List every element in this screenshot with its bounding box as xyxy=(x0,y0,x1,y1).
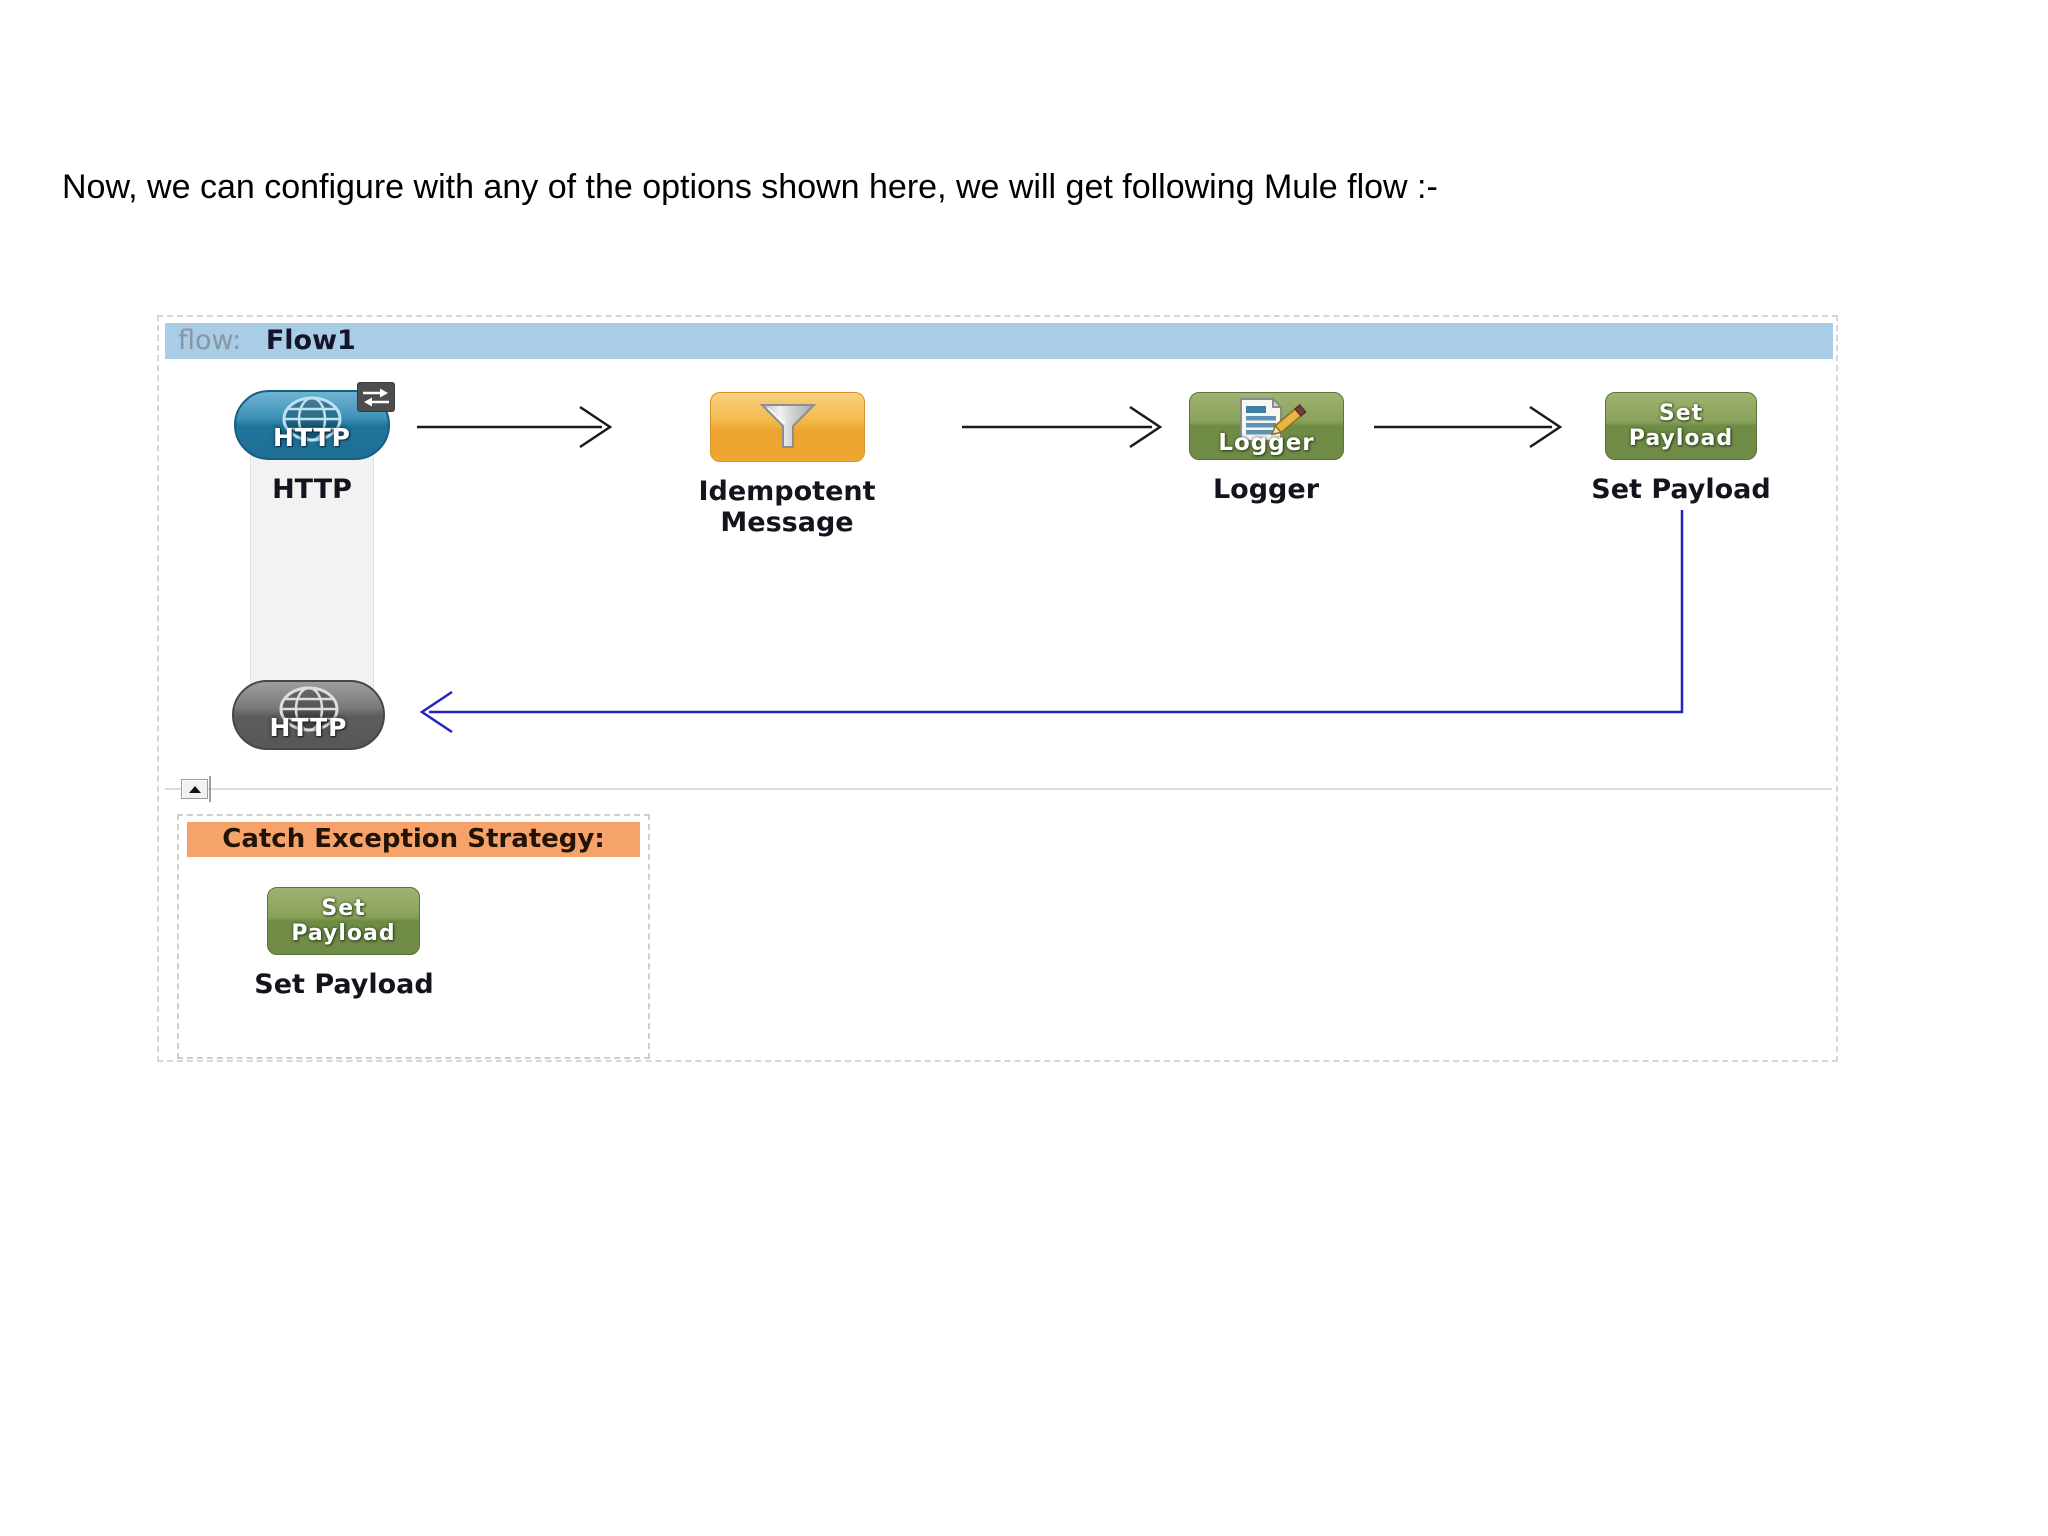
exception-set-payload-transformer[interactable]: Set Payload xyxy=(267,887,420,955)
catch-exception-container: Catch Exception Strategy: Set Payload Se… xyxy=(177,814,650,1059)
funnel-icon xyxy=(759,404,816,448)
exception-set-payload-text-line2: Payload xyxy=(291,921,396,946)
http-inbound-label: HTTP xyxy=(272,474,352,505)
http-endpoint-text: HTTP xyxy=(273,423,351,452)
flow-connector-arrows xyxy=(417,405,1684,734)
mule-flow-canvas: flow: Flow1 HTTP xyxy=(157,315,1838,1062)
logger-shape-text: Logger xyxy=(1218,430,1315,456)
page-title: Now, we can configure with any of the op… xyxy=(62,168,1438,206)
set-payload-text-line2: Payload xyxy=(1628,426,1734,451)
set-payload-transformer[interactable]: Set Payload xyxy=(1605,392,1757,460)
exception-set-payload-shape: Set Payload xyxy=(267,887,420,955)
flow-header-bar[interactable]: flow: Flow1 xyxy=(165,323,1833,359)
idempotent-message-filter[interactable] xyxy=(710,392,865,462)
http-response-text: HTTP xyxy=(269,713,348,742)
idempotent-label: Idempotent Message xyxy=(657,476,917,538)
message-lane xyxy=(250,432,374,704)
logger-component[interactable]: Logger xyxy=(1189,392,1344,460)
two-way-exchange-badge xyxy=(357,382,395,412)
globe-icon xyxy=(279,686,338,732)
collapse-button-divider xyxy=(209,776,211,802)
strategy-separator-line xyxy=(165,788,1832,790)
exception-set-payload-shape-text: Set Payload xyxy=(291,896,395,946)
idempotent-label-line2: Message xyxy=(720,507,854,538)
flow-name: Flow1 xyxy=(265,325,356,356)
set-payload-text-line1: Set xyxy=(1658,401,1704,426)
flow-type-label: flow: xyxy=(178,325,242,356)
exception-set-payload-text-line1: Set xyxy=(321,896,366,921)
catch-exception-header[interactable]: Catch Exception Strategy: xyxy=(187,822,640,857)
collapse-strategy-button[interactable] xyxy=(181,779,208,799)
collapse-arrow-icon xyxy=(188,785,201,793)
logger-label: Logger xyxy=(1212,474,1320,505)
set-payload-shape: Set Payload xyxy=(1605,392,1757,460)
idempotent-label-line1: Idempotent xyxy=(698,476,876,507)
exchange-arrows-icon xyxy=(363,388,389,407)
set-payload-label: Set Payload xyxy=(1591,474,1771,505)
globe-icon xyxy=(282,396,342,442)
http-response-endpoint[interactable]: HTTP xyxy=(232,680,385,750)
http-response-shape: HTTP xyxy=(232,680,385,750)
logger-shape: Logger xyxy=(1189,392,1344,460)
log-document-icon xyxy=(1239,396,1307,442)
set-payload-shape-text: Set Payload xyxy=(1629,401,1733,451)
exception-set-payload-label: Set Payload xyxy=(254,969,434,1000)
idempotent-shape xyxy=(710,392,865,462)
